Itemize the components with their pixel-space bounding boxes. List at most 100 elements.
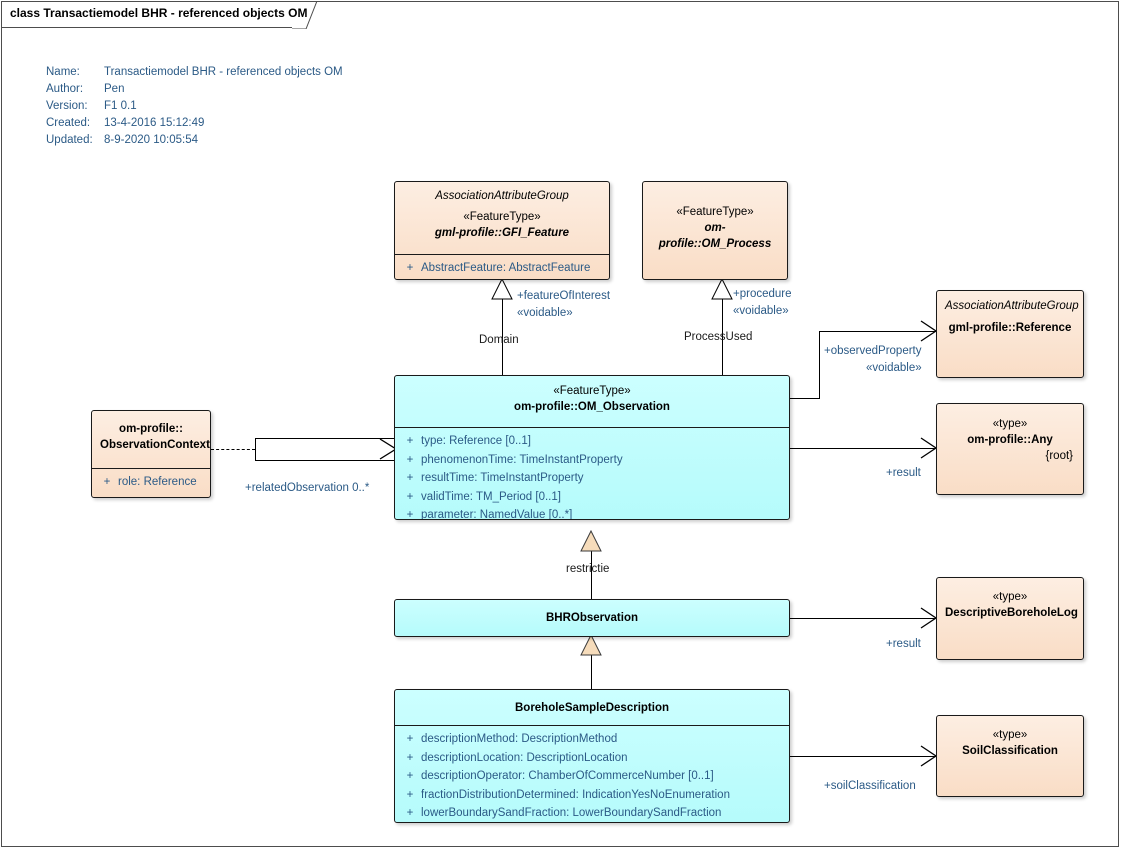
meta-row-version: Version: F1 0.1 xyxy=(46,98,343,115)
connector-result-any-line xyxy=(790,448,936,449)
attribute-text: role: Reference xyxy=(118,476,197,488)
class-header-om-observation: «FeatureType» om-profile::OM_Observation xyxy=(395,376,789,422)
attribute-text: validTime: TM_Period [0..1] xyxy=(421,490,561,503)
attribute-visibility: + xyxy=(406,751,414,764)
meta-value-updated: 8-9-2020 10:05:54 xyxy=(104,134,198,146)
label-result-log: +result xyxy=(886,638,921,650)
diagram-frame-tab xyxy=(1,1,307,28)
class-divider xyxy=(395,427,789,428)
label-soilclassification: +soilClassification xyxy=(824,780,916,792)
class-header-gfi-feature: AssociationAttributeGroup «FeatureType» … xyxy=(395,182,609,248)
connector-result-log-line xyxy=(790,618,936,619)
meta-row-created: Created: 13-4-2016 15:12:49 xyxy=(46,115,343,132)
attribute-visibility: + xyxy=(406,770,414,782)
class-box-observation-context[interactable]: om-profile:: ObservationContext + role: … xyxy=(91,410,211,498)
class-name-soil-classification: SoilClassification xyxy=(962,745,1058,757)
attribute-text: parameter: NamedValue [0..*] xyxy=(421,509,573,520)
attribute-visibility: + xyxy=(406,807,414,819)
attribute-row: + phenomenonTime: TimeInstantProperty xyxy=(399,451,785,470)
attribute-visibility: + xyxy=(406,262,414,274)
attribute-visibility: + xyxy=(406,490,414,503)
meta-value-name: Transactiemodel BHR - referenced objects… xyxy=(104,66,343,78)
attribute-visibility: + xyxy=(406,435,414,447)
attribute-text: AbstractFeature: AbstractFeature xyxy=(421,262,591,274)
class-name-om-process: om-profile::OM_Process xyxy=(658,222,772,250)
class-box-borehole-sample-description[interactable]: BoreholeSampleDescription + descriptionM… xyxy=(394,689,790,823)
class-header-soil-classification: «type» SoilClassification xyxy=(937,716,1083,766)
attribute-text: descriptionLocation: DescriptionLocation xyxy=(421,751,628,764)
class-name-descriptive-borehole-log: DescriptiveBoreholeLog xyxy=(945,607,1078,619)
attribute-list-gfi-feature: + AbstractFeature: AbstractFeature xyxy=(395,255,609,279)
attribute-visibility: + xyxy=(406,453,414,466)
attribute-text: descriptionOperator: ChamberOfCommerceNu… xyxy=(421,770,714,782)
attribute-row: + lowerBoundarySandFraction: LowerBounda… xyxy=(399,804,785,822)
meta-label-created: Created: xyxy=(46,117,91,129)
attribute-visibility: + xyxy=(406,472,414,484)
connector-observedproperty-seg2 xyxy=(819,331,820,399)
label-observedproperty-stereotype: «voidable» xyxy=(866,362,922,374)
label-result-any: +result xyxy=(886,467,921,479)
label-relatedobservation: +relatedObservation 0..* xyxy=(245,482,370,494)
class-box-reference[interactable]: AssociationAttributeGroup gml-profile::R… xyxy=(936,290,1084,378)
diagram-metadata: Name: Transactiemodel BHR - referenced o… xyxy=(46,64,343,149)
attribute-row: + type: Reference [0..1] xyxy=(399,432,785,451)
meta-value-author: Pen xyxy=(104,83,125,95)
class-box-gfi-feature[interactable]: AssociationAttributeGroup «FeatureType» … xyxy=(394,181,610,280)
meta-row-name: Name: Transactiemodel BHR - referenced o… xyxy=(46,64,343,81)
label-restrictie: restrictie xyxy=(566,563,610,575)
stereotype-label: «FeatureType» xyxy=(463,211,541,223)
class-header-descriptive-borehole-log: «type» DescriptiveBoreholeLog xyxy=(937,578,1083,628)
class-box-any[interactable]: «type» om-profile::Any {root} xyxy=(936,403,1084,495)
attribute-row: + fractionDistributionDetermined: Indica… xyxy=(399,786,785,805)
class-name-reference: gml-profile::Reference xyxy=(948,322,1072,334)
class-name-om-observation: om-profile::OM_Observation xyxy=(514,401,670,413)
stereotype-label: «type» xyxy=(992,418,1028,430)
label-procedure-stereotype: «voidable» xyxy=(733,305,789,317)
class-name-observation-context-line2: ObservationContext xyxy=(100,439,210,451)
class-divider xyxy=(92,468,210,469)
connector-generalization-bsd-line xyxy=(591,637,592,689)
stereotype-label: «type» xyxy=(992,591,1028,603)
attribute-visibility: + xyxy=(406,788,414,801)
class-header-reference: AssociationAttributeGroup gml-profile::R… xyxy=(937,291,1083,343)
attribute-text: phenomenonTime: TimeInstantProperty xyxy=(421,453,623,466)
attribute-row: + descriptionOperator: ChamberOfCommerce… xyxy=(399,767,785,786)
attribute-list-borehole-sample-description: + descriptionMethod: DescriptionMethod +… xyxy=(395,726,789,822)
meta-label-version: Version: xyxy=(46,100,88,112)
label-procedure: +procedure xyxy=(733,288,792,300)
label-observedproperty: +observedProperty xyxy=(824,345,922,357)
connector-domain-line xyxy=(502,280,503,375)
connector-processused-line xyxy=(722,280,723,375)
stereotype-label: «type» xyxy=(992,729,1028,741)
class-name-any: om-profile::Any xyxy=(967,434,1053,446)
diagram-title: class Transactiemodel BHR - referenced o… xyxy=(10,6,308,20)
class-header-om-process: «FeatureType» om-profile::OM_Process xyxy=(643,182,787,259)
meta-label-updated: Updated: xyxy=(46,134,93,146)
connector-relatedobservation-dash xyxy=(211,449,255,450)
meta-value-created: 13-4-2016 15:12:49 xyxy=(104,117,205,129)
meta-value-version: F1 0.1 xyxy=(104,100,137,112)
class-divider xyxy=(395,725,789,726)
attribute-row: + descriptionMethod: DescriptionMethod xyxy=(399,730,785,749)
class-name-bhr-observation: BHRObservation xyxy=(545,612,639,624)
attribute-row: + parameter: NamedValue [0..*] xyxy=(399,506,785,520)
attribute-text: type: Reference [0..1] xyxy=(421,435,531,447)
class-box-om-observation[interactable]: «FeatureType» om-profile::OM_Observation… xyxy=(394,375,790,520)
attribute-row: + AbstractFeature: AbstractFeature xyxy=(399,259,605,278)
class-header-bhr-observation: BHRObservation xyxy=(395,600,789,633)
attribute-text: fractionDistributionDetermined: Indicati… xyxy=(421,788,730,801)
class-box-soil-classification[interactable]: «type» SoilClassification xyxy=(936,715,1084,797)
root-tag-label: {root} xyxy=(1045,450,1074,462)
class-box-descriptive-borehole-log[interactable]: «type» DescriptiveBoreholeLog xyxy=(936,577,1084,660)
class-box-bhr-observation[interactable]: BHRObservation xyxy=(394,599,790,637)
label-processused: ProcessUsed xyxy=(684,331,753,343)
diagram-frame-tab-slant xyxy=(292,1,318,29)
connector-relatedobservation-box xyxy=(255,438,395,461)
meta-row-updated: Updated: 8-9-2020 10:05:54 xyxy=(46,132,343,149)
class-divider xyxy=(395,254,609,255)
attribute-row: + resultTime: TimeInstantProperty xyxy=(399,469,785,488)
meta-row-author: Author: Pen xyxy=(46,81,343,98)
class-name-borehole-sample-description: BoreholeSampleDescription xyxy=(514,702,669,714)
class-box-om-process[interactable]: «FeatureType» om-profile::OM_Process xyxy=(642,181,788,280)
